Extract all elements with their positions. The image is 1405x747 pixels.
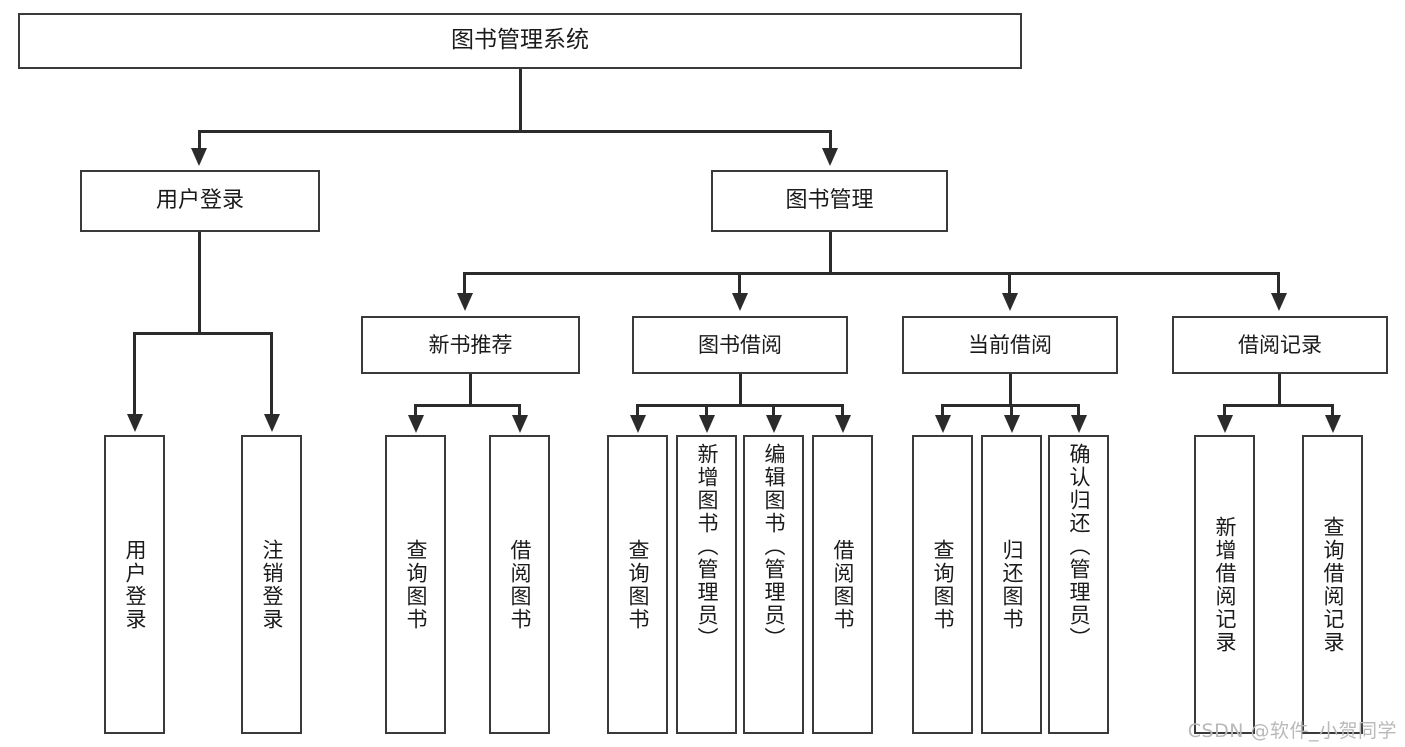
connector-book-borrow-stem bbox=[739, 374, 742, 406]
arrow-book-borrow-leaf-3 bbox=[835, 415, 851, 433]
connector-book-borrow-leaf-1 bbox=[705, 404, 708, 418]
arrow-current-borrow-leaf-0 bbox=[935, 415, 951, 433]
leaf-book-borrow-borrow[interactable]: 借阅图书 bbox=[812, 435, 873, 734]
node-label: 注销登录 bbox=[260, 538, 284, 631]
node-label: 图书管理系统 bbox=[451, 27, 589, 54]
connector-level2-bus bbox=[198, 130, 832, 133]
arrow-to-book-management bbox=[822, 148, 838, 166]
connector-book-management-stem bbox=[829, 232, 832, 274]
leaf-book-borrow-add[interactable]: 新增图书（管理员） bbox=[676, 435, 737, 734]
node-label: 归还图书 bbox=[1000, 538, 1024, 631]
node-label: 新书推荐 bbox=[428, 332, 513, 357]
node-label: 查询图书 bbox=[404, 538, 428, 631]
node-label: 查询借阅记录 bbox=[1321, 515, 1345, 654]
node-current-borrow[interactable]: 当前借阅 bbox=[902, 316, 1118, 374]
arrow-to-current-borrow bbox=[1002, 293, 1018, 311]
node-borrow-record[interactable]: 借阅记录 bbox=[1172, 316, 1388, 374]
connector-new-book-recommend-leaf-1 bbox=[518, 404, 521, 418]
connector-book-borrow-leaf-2 bbox=[772, 404, 775, 418]
leaf-current-borrow-confirm-return[interactable]: 确认归还（管理员） bbox=[1048, 435, 1109, 734]
connector-to-user-login bbox=[198, 130, 201, 152]
connector-to-book-management bbox=[829, 130, 832, 152]
node-label: 借阅图书 bbox=[831, 538, 855, 631]
connector-current-borrow-stem bbox=[1009, 374, 1012, 406]
arrow-to-borrow-record bbox=[1271, 293, 1287, 311]
node-label: 确认归还（管理员） bbox=[1067, 443, 1091, 650]
leaf-book-borrow-query[interactable]: 查询图书 bbox=[607, 435, 668, 734]
leaf-user-login-login[interactable]: 用户登录 bbox=[104, 435, 165, 734]
connector-borrow-record-stem bbox=[1278, 374, 1281, 406]
arrow-to-user-login bbox=[191, 148, 207, 166]
connector-current-borrow-leaf-2 bbox=[1077, 404, 1080, 418]
arrow-current-borrow-leaf-2 bbox=[1071, 415, 1087, 433]
connector-to-new-book-recommend bbox=[463, 272, 466, 296]
connector-borrow-record-leaf-1 bbox=[1331, 404, 1334, 418]
node-label: 编辑图书（管理员） bbox=[762, 443, 786, 650]
node-root-system[interactable]: 图书管理系统 bbox=[18, 13, 1022, 69]
node-user-login[interactable]: 用户登录 bbox=[80, 170, 320, 232]
arrow-user-login-leaf-1 bbox=[264, 414, 280, 432]
node-book-borrow[interactable]: 图书借阅 bbox=[632, 316, 848, 374]
connector-current-borrow-leaf-1 bbox=[1010, 404, 1013, 418]
connector-to-book-borrow bbox=[738, 272, 741, 296]
node-label: 借阅记录 bbox=[1238, 332, 1322, 357]
connector-book-borrow-leaf-0 bbox=[636, 404, 639, 418]
connector-to-borrow-record bbox=[1277, 272, 1280, 296]
connector-root-stem bbox=[519, 69, 522, 131]
node-label: 新增图书（管理员） bbox=[695, 443, 719, 650]
arrow-to-new-book-recommend bbox=[457, 293, 473, 311]
node-label: 查询图书 bbox=[931, 538, 955, 631]
node-label: 借阅图书 bbox=[508, 538, 532, 631]
node-label: 新增借阅记录 bbox=[1213, 515, 1237, 654]
connector-book-borrow-leaf-3 bbox=[841, 404, 844, 418]
arrow-book-borrow-leaf-2 bbox=[766, 415, 782, 433]
leaf-new-book-recommend-borrow[interactable]: 借阅图书 bbox=[489, 435, 550, 734]
node-label: 用户登录 bbox=[155, 188, 244, 214]
connector-borrow-record-leaf-0 bbox=[1223, 404, 1226, 418]
connector-user-login-leaf-0 bbox=[133, 332, 136, 417]
connector-new-book-recommend-leaf-0 bbox=[414, 404, 417, 418]
leaf-user-login-logout[interactable]: 注销登录 bbox=[241, 435, 302, 734]
connector-user-login-bus bbox=[133, 332, 272, 335]
node-label: 查询图书 bbox=[626, 538, 650, 631]
connector-borrow-record-bus bbox=[1223, 404, 1333, 407]
connector-book-borrow-bus bbox=[636, 404, 844, 407]
arrow-book-borrow-leaf-0 bbox=[630, 415, 646, 433]
arrow-user-login-leaf-0 bbox=[127, 414, 143, 432]
leaf-borrow-record-query[interactable]: 查询借阅记录 bbox=[1302, 435, 1363, 734]
leaf-book-borrow-edit[interactable]: 编辑图书（管理员） bbox=[743, 435, 804, 734]
connector-user-login-leaf-1 bbox=[270, 332, 273, 417]
node-book-management[interactable]: 图书管理 bbox=[711, 170, 948, 232]
connector-to-current-borrow bbox=[1008, 272, 1011, 296]
arrow-to-book-borrow bbox=[732, 293, 748, 311]
node-label: 图书借阅 bbox=[698, 332, 782, 357]
node-label: 当前借阅 bbox=[968, 332, 1052, 357]
connector-level3-bus bbox=[463, 272, 1279, 275]
arrow-new-book-recommend-leaf-0 bbox=[408, 415, 424, 433]
connector-user-login-stem bbox=[198, 232, 201, 334]
leaf-new-book-recommend-query[interactable]: 查询图书 bbox=[385, 435, 446, 734]
connector-current-borrow-leaf-0 bbox=[941, 404, 944, 418]
connector-new-book-recommend-bus bbox=[414, 404, 520, 407]
leaf-current-borrow-query[interactable]: 查询图书 bbox=[912, 435, 973, 734]
node-label: 图书管理 bbox=[785, 188, 874, 214]
leaf-borrow-record-add[interactable]: 新增借阅记录 bbox=[1194, 435, 1255, 734]
leaf-current-borrow-return[interactable]: 归还图书 bbox=[981, 435, 1042, 734]
arrow-current-borrow-leaf-1 bbox=[1004, 415, 1020, 433]
connector-new-book-recommend-stem bbox=[469, 374, 472, 406]
arrow-borrow-record-leaf-0 bbox=[1217, 415, 1233, 433]
arrow-new-book-recommend-leaf-1 bbox=[512, 415, 528, 433]
node-label: 用户登录 bbox=[123, 538, 147, 631]
arrow-borrow-record-leaf-1 bbox=[1325, 415, 1341, 433]
arrow-book-borrow-leaf-1 bbox=[699, 415, 715, 433]
node-new-book-recommend[interactable]: 新书推荐 bbox=[361, 316, 580, 374]
